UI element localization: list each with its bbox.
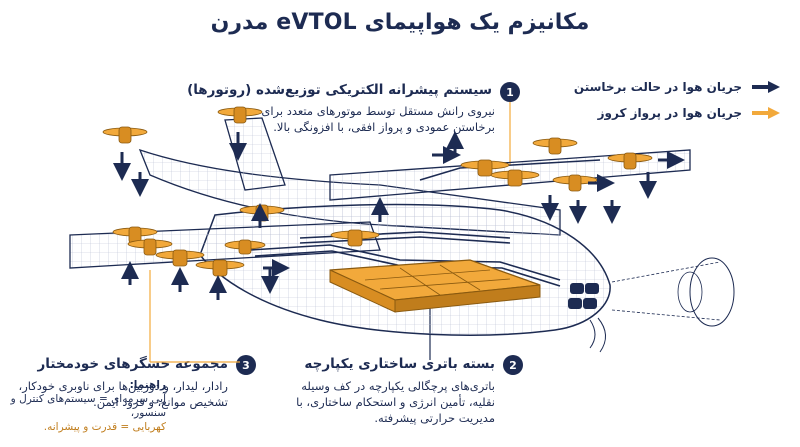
color-key-amber: کهربایی = قدرت و پیشرانه.	[43, 421, 166, 433]
color-key: راهنما: آبی سرمه‌ای = سیستم‌های کنترل و …	[6, 378, 166, 434]
arrow-right-icon	[752, 81, 780, 93]
control-wiring	[249, 159, 601, 287]
section-1-badge: 1	[500, 82, 520, 102]
color-key-navy: آبی سرمه‌ای = سیستم‌های کنترل و سنسور،	[10, 393, 166, 419]
section-3-title: مجموعه حسگرهای خودمختار	[37, 356, 229, 372]
section-2-title: بسته باتری ساختاری یکپارچه	[304, 356, 495, 372]
section-3-badge: 3	[236, 355, 256, 375]
page-title: مکانیزم یک هواپیمای eVTOL مدرن	[210, 10, 590, 35]
arrow-right-icon	[752, 107, 780, 119]
legend-vertical-flow-label: جریان هوا در حالت برخاستن	[573, 80, 742, 94]
legend-cruise-flow-label: جریان هوا در پرواز کروز	[597, 106, 742, 120]
section-3-body: رادار، لیدار، و دوربین‌ها برای ناوبری خو…	[18, 379, 228, 409]
section-1-body: نیروی رانش مستقل توسط موتورهای متعدد برا…	[261, 104, 495, 134]
vertical-airflow-arrows	[113, 131, 657, 300]
section-2-badge: 2	[503, 355, 523, 375]
battery-pack-icon	[329, 259, 541, 313]
rotor-icon	[102, 106, 653, 277]
color-key-heading: راهنما:	[129, 379, 166, 391]
cruise-airflow-arrows	[263, 146, 685, 277]
sensor-icon	[568, 257, 735, 353]
vertical-stabilizer	[224, 117, 286, 191]
legend-cruise-flow: جریان هوا در پرواز کروز	[598, 106, 780, 120]
section-1-title: سیستم پیشرانه الکتریکی توزیع‌شده (روتوره…	[187, 82, 492, 98]
legend-vertical-flow: جریان هوا در حالت برخاستن	[574, 80, 780, 94]
section-2-body: باتری‌های پرچگالی یکپارچه در کف وسیله نق…	[296, 379, 495, 425]
